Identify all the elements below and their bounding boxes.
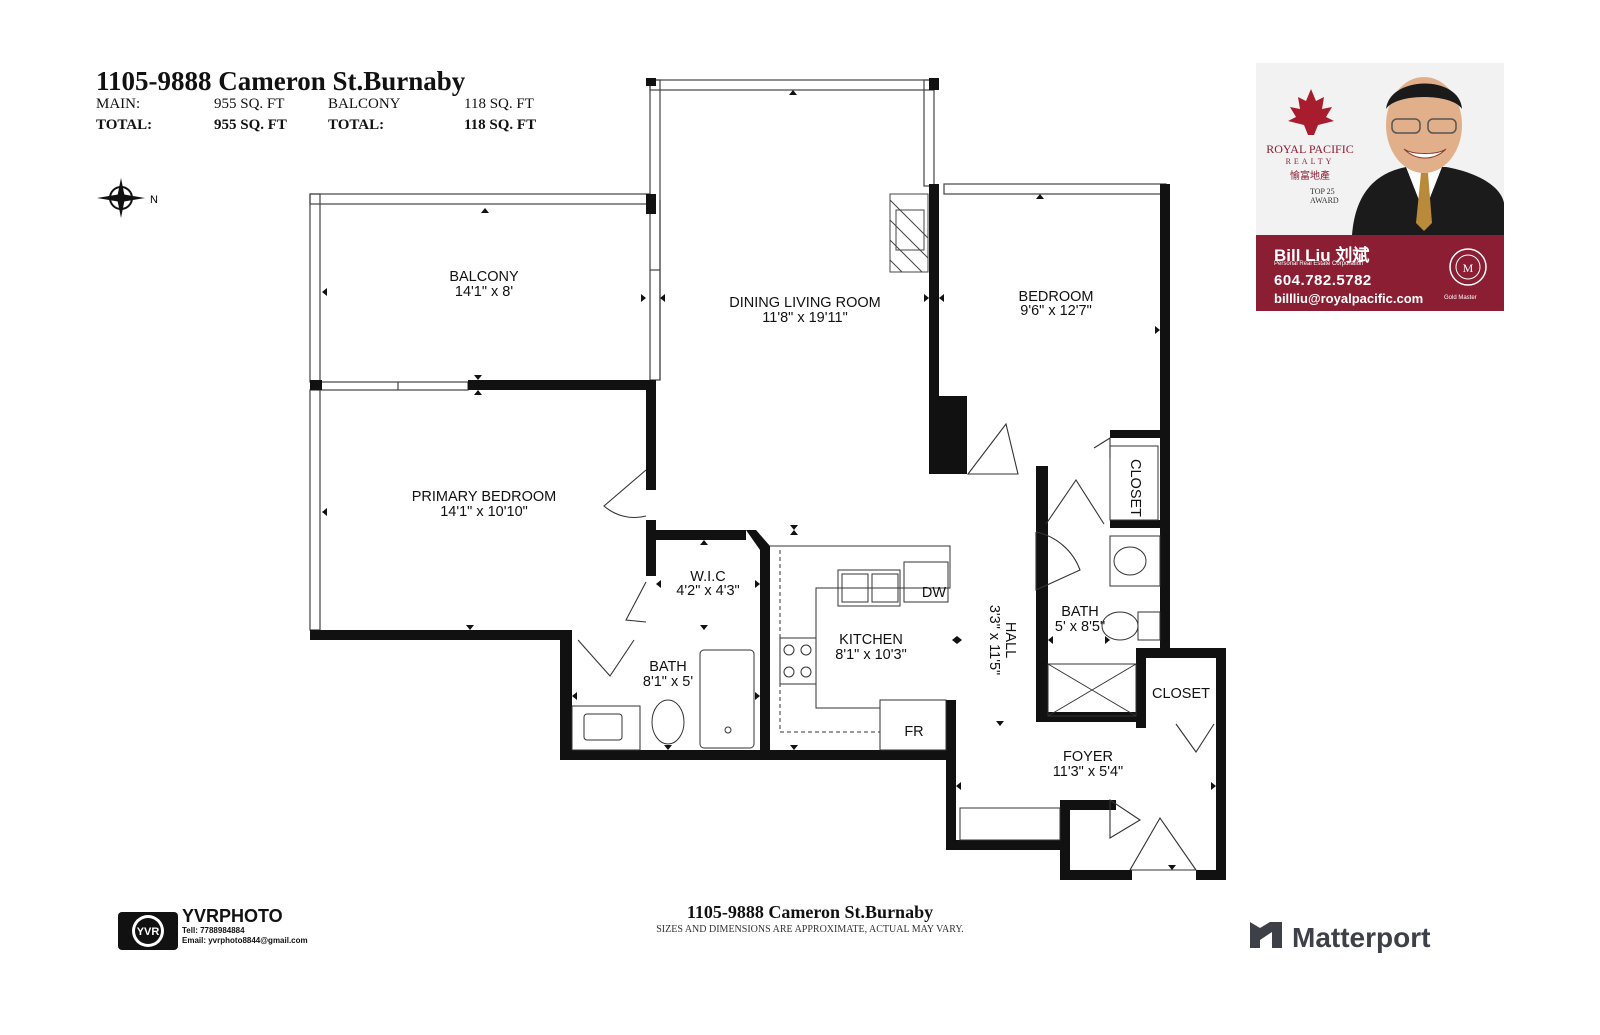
main-area-value: 955 SQ. FT [214,96,285,112]
balcony-area-value: 118 SQ. FT [464,96,534,112]
photographer-tel: Tell: 7788984884 [182,926,245,935]
door-swings [577,422,1215,871]
gold-master-label: Gold Master [1444,295,1477,301]
room-primary-bedroom-dims: 14'1" x 10'10" [440,504,528,520]
room-bedroom-name: BEDROOM [1019,289,1094,305]
award-line-1: TOP 25 [1310,187,1335,196]
main-label: MAIN: [96,96,141,112]
room-kitchen-dims: 8'1" x 10'3" [835,647,906,663]
footer-title: 1105-9888 Cameron St.Burnaby [686,902,934,922]
room-wic-name: W.I.C [690,569,725,585]
room-wic-dims: 4'2" x 4'3" [676,583,739,599]
room-bath-main-dims: 8'1" x 5' [643,674,693,690]
room-hall-dims: 3'3" x 11'5" [986,605,1002,675]
room-dining-living-name: DINING LIVING ROOM [729,295,880,311]
room-bath-ensuite-dims: 5' x 8'5" [1055,619,1105,635]
room-bath-main-name: BATH [649,659,687,675]
total2-label: TOTAL: [328,117,385,133]
room-kitchen-name: KITCHEN [839,632,903,648]
award-line-2: AWARD [1310,196,1339,205]
room-bedroom-dims: 9'6" x 12'7" [1020,303,1091,319]
camera-logo-icon: YVR [118,912,178,950]
room-primary-bedroom-name: PRIMARY BEDROOM [412,489,557,505]
award-text: TOP 25 AWARD [1310,187,1339,205]
agent-phone: 604.782.5782 [1274,272,1372,289]
room-closet-2-name: CLOSET [1152,686,1210,702]
total2-area-value: 118 SQ. FT [464,117,537,133]
photographer-email: Email: yvrphoto8844@gmail.com [182,936,308,945]
maple-leaf-logo-icon [1288,89,1334,135]
balcony-label: BALCONY [328,96,401,112]
room-balcony-name: BALCONY [449,269,519,285]
matterport-name: Matterport [1292,922,1431,953]
total-area-value: 955 SQ. FT [214,117,287,133]
brand-name: ROYAL PACIFIC [1266,142,1354,156]
dimension-markers [322,90,1216,870]
room-hall-name: HALL [1002,622,1018,658]
property-title: 1105-9888 Cameron St.Burnaby [96,66,466,96]
footer-disclaimer: SIZES AND DIMENSIONS ARE APPROXIMATE, AC… [656,924,964,935]
room-balcony-dims: 14'1" x 8' [455,284,513,300]
brand-subtitle: REALTY [1285,157,1335,166]
fridge-label: FR [904,724,923,740]
medallion-badge-icon: M [1449,248,1487,286]
room-foyer-name: FOYER [1063,749,1113,765]
dishwasher-label: DW [922,585,946,601]
agent-email: billliu@royalpacific.com [1274,291,1424,306]
room-foyer-dims: 11'3" x 5'4" [1053,764,1123,780]
room-closet-1-name: CLOSET [1127,459,1143,517]
kitchen-fixtures [770,545,951,751]
brand-chinese-name: 愉富地產 [1290,171,1330,182]
compass-icon: N [97,178,158,218]
agent-corporation: Personal Real Estate Corporation [1274,261,1364,267]
svg-text:M: M [1463,261,1474,275]
matterport-logo-icon [1250,922,1282,948]
agent-card: ROYAL PACIFIC REALTY 愉富地產 TOP 25 AWARD B… [1256,63,1504,311]
fireplace [889,193,929,273]
agent-portrait [1352,77,1504,235]
total-label: TOTAL: [96,117,153,133]
room-dining-living-dims: 11'8" x 19'11" [762,310,847,326]
agent-name: Bill Liu 刘斌 [1274,246,1370,265]
photographer-brand: YVRPHOTO [182,906,283,926]
compass-north-label: N [150,194,158,206]
yvr-logo-text: YVR [137,926,160,938]
photographer-logo: YVR YVRPHOTO Tell: 7788984884 Email: yvr… [116,906,308,957]
bath-fixtures [571,445,1161,841]
room-bath-ensuite-name: BATH [1061,604,1099,620]
